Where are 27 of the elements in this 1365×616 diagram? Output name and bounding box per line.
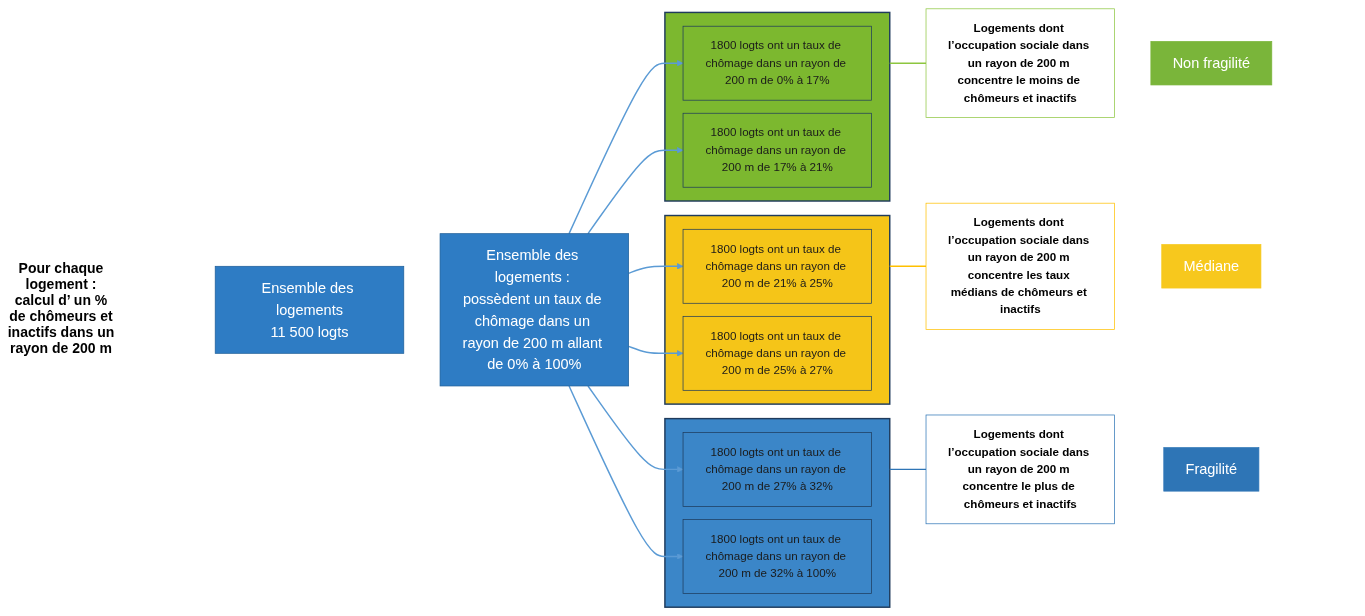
connector: [889, 468, 927, 471]
node-box: Fragilité: [1163, 447, 1260, 492]
node-box: Ensemble des logements 11 500 logts: [214, 265, 405, 354]
cluster: [664, 11, 891, 202]
node-box: Logements dont l’occupation sociale dans un rayon de 200 m concentre les taux médians de chômeurs et inactifs: [925, 202, 1115, 330]
arrow: [568, 385, 684, 560]
node-box: 1800 logts ont un taux de chômage dans un rayon de 200 m de 32% à 100%: [682, 519, 872, 594]
node-box: Médiane: [1161, 244, 1262, 289]
node-box: Non fragilité: [1150, 41, 1273, 86]
node-box: Logements dont l’occupation sociale dans un rayon de 200 m concentre le plus de chômeurs et inactifs: [925, 414, 1115, 525]
connector: [889, 265, 927, 267]
node-box: 1800 logts ont un taux de chômage dans un rayon de 200 m de 21% à 25%: [682, 228, 872, 304]
cluster: [664, 214, 891, 405]
node-box: 1800 logts ont un taux de chômage dans un rayon de 200 m de 25% à 27%: [682, 315, 872, 391]
note-text: Pour chaque logement : calcul d’ un % de chômeurs et inactifs dans un rayon de 200 m: [6, 260, 116, 356]
arrow: [587, 147, 684, 235]
arrow: [568, 60, 684, 235]
node-box: 1800 logts ont un taux de chômage dans un rayon de 200 m de 27% à 32%: [682, 432, 872, 507]
node-box: Ensemble des logements : possèdent un taux de chômage dans un rayon de 200 m allant de 0% à 100%: [439, 233, 629, 387]
node-box: Logements dont l’occupation sociale dans un rayon de 200 m concentre le moins de chômeurs et inactifs: [925, 8, 1115, 118]
arrow: [627, 263, 684, 275]
cluster: [664, 417, 891, 608]
arrow: [587, 385, 684, 473]
node-box: 1800 logts ont un taux de chômage dans un rayon de 200 m de 17% à 21%: [682, 112, 872, 188]
node-box: 1800 logts ont un taux de chômage dans un rayon de 200 m de 0% à 17%: [682, 25, 872, 101]
arrow: [627, 345, 684, 357]
connector: [889, 62, 927, 64]
